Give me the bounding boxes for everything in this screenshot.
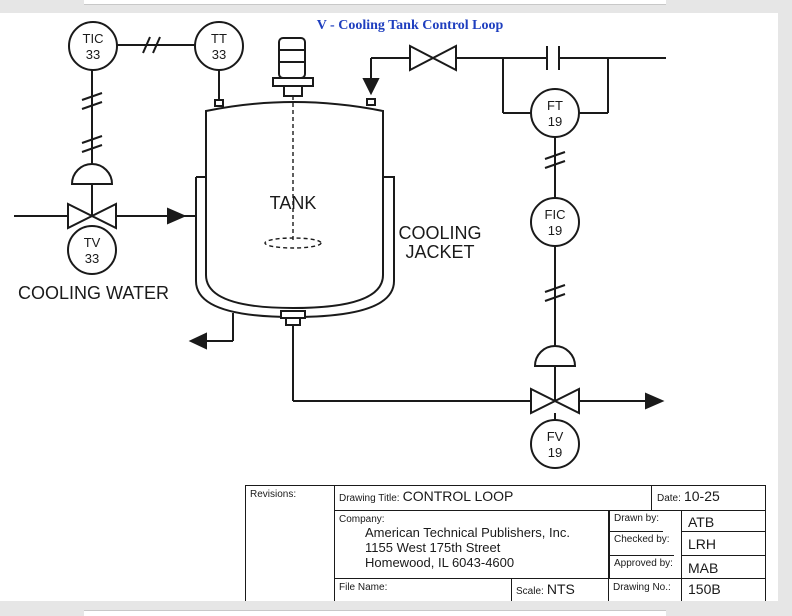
tt-tag: TT <box>211 31 227 46</box>
tank-inlet-nozzle <box>366 98 376 106</box>
tv-valve-body <box>67 202 95 230</box>
scale-value: NTS <box>546 581 575 597</box>
agitator-mount <box>272 77 314 87</box>
fv-number: 19 <box>548 445 562 460</box>
tic-tag: TIC <box>83 31 104 46</box>
drawing-page: V - Cooling Tank Control Loop <box>0 13 778 601</box>
drawing-no-label: Drawing No.: <box>613 582 671 593</box>
checked-by-label: Checked by: <box>609 532 674 556</box>
fic-tag: FIC <box>545 207 566 222</box>
inlet-manual-valve <box>409 44 436 72</box>
date-cell: Date: 10-25 <box>651 485 766 511</box>
control-loop-diagram: TIC 33 TT 33 TV 33 FT 19 FIC 19 FV 19 TA… <box>14 21 666 469</box>
tic-number: 33 <box>86 47 100 62</box>
drawing-title-label: Drawing Title: <box>339 493 400 504</box>
tank-label: TANK <box>270 193 317 213</box>
tt-sensor-nozzle <box>214 99 224 107</box>
reviewer-values: ATB LRH MAB <box>681 510 766 579</box>
date-label: Date: <box>657 493 681 504</box>
signal-hash <box>544 151 566 160</box>
ft-bubble <box>530 88 580 138</box>
signal-hash <box>81 144 103 153</box>
company-name: American Technical Publishers, Inc. <box>365 525 570 540</box>
signal-hash <box>81 92 103 101</box>
ft-number: 19 <box>548 114 562 129</box>
reviewer-labels: Drawn by: Checked by: Approved by: <box>609 511 682 579</box>
signal-hash <box>81 135 103 144</box>
tt-number: 33 <box>212 47 226 62</box>
drawing-title-cell: Drawing Title: CONTROL LOOP <box>334 485 652 511</box>
scale-cell: Scale: NTS <box>511 578 609 601</box>
checked-by-value: LRH <box>682 532 765 556</box>
tt-bubble <box>194 21 244 71</box>
ft-tag: FT <box>547 98 563 113</box>
revisions-label: Revisions: <box>250 489 297 500</box>
drawing-no-value-cell: 150B <box>681 578 766 601</box>
company-cell: Company: American Technical Publishers, … <box>334 510 609 579</box>
previous-page-edge <box>84 0 666 5</box>
next-page-edge <box>84 610 666 616</box>
fic-bubble <box>530 197 580 247</box>
signal-hash <box>152 36 161 54</box>
fv-bubble <box>530 419 580 469</box>
tv-valve-body-right <box>89 202 117 230</box>
tv-actuator <box>70 163 114 185</box>
drawing-no-cell: Drawing No.: <box>608 578 682 601</box>
file-name-label: File Name: <box>339 582 388 593</box>
outlet-flow-arrow <box>645 392 665 410</box>
revisions-cell: Revisions: <box>245 485 335 601</box>
fv-actuator <box>533 345 577 367</box>
title-block: Revisions: Drawing Title: CONTROL LOOP D… <box>245 485 766 601</box>
tic-bubble <box>68 21 118 71</box>
tv-bubble <box>67 225 117 275</box>
inlet-flow-arrow <box>167 207 187 225</box>
signal-hash <box>544 284 566 293</box>
agitator-flange <box>283 85 303 97</box>
file-name-cell: File Name: <box>334 578 512 601</box>
company-label: Company: <box>339 514 385 525</box>
fic-number: 19 <box>548 223 562 238</box>
signal-hash <box>544 160 566 169</box>
approved-by-label: Approved by: <box>609 556 677 578</box>
drawn-by-value: ATB <box>682 512 765 532</box>
tank-vessel <box>205 101 384 310</box>
tv-number: 33 <box>85 251 99 266</box>
jacket-drain-arrow <box>188 332 207 350</box>
signal-hash <box>81 101 103 110</box>
fv-valve-body-right <box>552 387 580 415</box>
tank-bottom-outlet <box>280 310 306 319</box>
drawing-title-value: CONTROL LOOP <box>402 488 514 504</box>
page-title: V - Cooling Tank Control Loop <box>316 18 504 33</box>
drawing-no-value: 150B <box>688 581 721 597</box>
inlet-manual-valve-right <box>430 44 457 72</box>
fv-valve-body <box>530 387 558 415</box>
tv-tag: TV <box>84 235 101 250</box>
agitator-motor <box>278 37 306 79</box>
approved-by-value: MAB <box>688 560 719 576</box>
scale-label: Scale: <box>516 586 544 597</box>
company-street: 1155 West 175th Street <box>365 540 501 555</box>
signal-hash <box>544 293 566 302</box>
drawn-by-label: Drawn by: <box>609 511 664 532</box>
cooling-water-label: COOLING WATER <box>18 283 169 303</box>
tank-inlet-arrow <box>362 78 380 96</box>
date-value: 10-25 <box>683 488 720 504</box>
company-city: Homewood, IL 6043-4600 <box>365 555 515 570</box>
fv-tag: FV <box>547 429 564 444</box>
cooling-jacket-label-line1: COOLING <box>398 223 481 243</box>
agitator-impeller <box>264 237 322 249</box>
cooling-jacket-label-line2: JACKET <box>405 242 474 262</box>
signal-hash <box>142 36 151 54</box>
